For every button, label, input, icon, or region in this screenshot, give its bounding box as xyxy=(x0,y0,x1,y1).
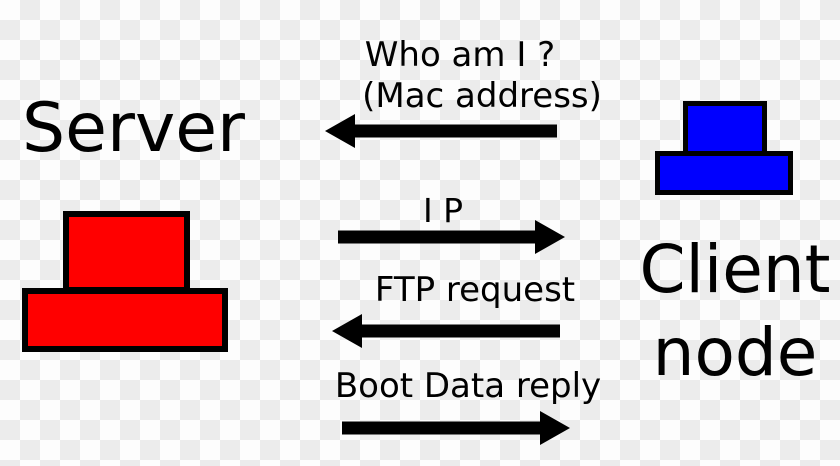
client-node-top-rect xyxy=(683,101,767,156)
client-node-base-rect xyxy=(655,151,793,195)
message-label-mac-address: (Mac address) xyxy=(362,76,602,116)
message-label-ftp-request: FTP request xyxy=(374,270,576,310)
ftp-request-left-arrow xyxy=(332,314,560,348)
boot-data-reply-right-arrow xyxy=(342,411,570,445)
message-label-boot-data-reply: Boot Data reply xyxy=(334,366,602,406)
client-label: Client node xyxy=(630,228,840,394)
server-node-top-rect xyxy=(63,211,190,293)
server-label: Server xyxy=(22,89,245,168)
server-node-base-rect xyxy=(22,288,228,352)
who-am-i-left-arrow xyxy=(325,114,557,148)
message-label-ip: I P xyxy=(422,191,464,230)
client-label-line2: node xyxy=(652,314,818,391)
client-label-line1: Client xyxy=(639,231,831,308)
message-label-who-am-i: Who am I ? xyxy=(364,35,556,75)
